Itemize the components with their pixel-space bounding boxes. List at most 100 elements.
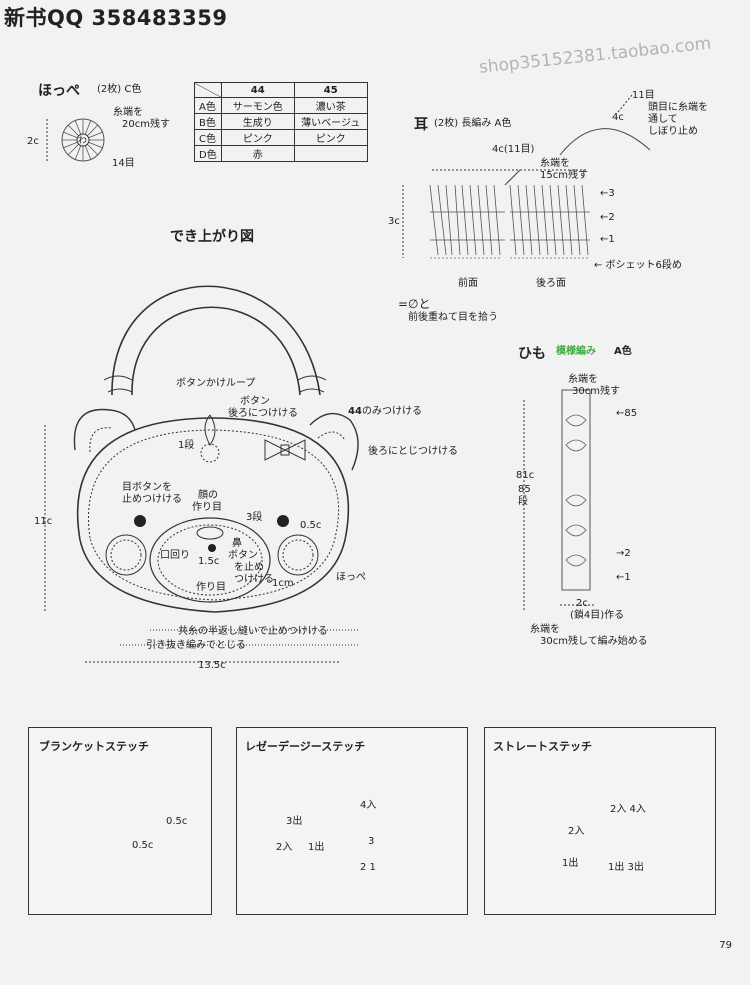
strap-rows-a: 85 [518, 484, 531, 495]
strap-yarn-bot-1: 糸端を [530, 624, 560, 635]
width-label: 13.5c [198, 660, 226, 671]
ear-width: 4c(11目) [492, 144, 535, 155]
half-cm-label: 0.5c [300, 520, 322, 531]
eye-note-1: 目ボタンを [122, 482, 172, 493]
cheek-note-1: 糸端を [113, 107, 143, 118]
nose-label: 鼻 [232, 538, 242, 549]
strap-color: A色 [614, 346, 632, 357]
mouth-label: 口回り [160, 550, 190, 561]
nose-button-1: ボタン [228, 550, 258, 561]
ld-in4: 4入 [360, 800, 377, 811]
nose-button-2: を止め [234, 562, 264, 573]
three-rows-label: 3段 [246, 512, 263, 523]
nose-button-3: つけける [234, 574, 274, 585]
table-cell: D色 [194, 145, 222, 162]
nose-size-label: 1.5c [198, 556, 220, 567]
table-cell [293, 145, 368, 162]
straight-stitch-title: ストレートステッチ [493, 740, 592, 753]
table-row: A色 サーモン色 濃い茶 [194, 97, 368, 114]
button-back-1: ボタン [240, 396, 270, 407]
ear-note-size: 4c [612, 112, 624, 123]
table-cell: 薄いベージュ [293, 113, 368, 130]
attach-44-a: 44 [348, 406, 362, 417]
one-row-label: 1段 [178, 440, 195, 451]
strap-pattern: 模様編み [556, 346, 596, 357]
ear-sub: (2枚) 長編み A色 [434, 118, 512, 129]
table-cell: サーモン色 [220, 97, 295, 114]
finished-title: でき上がり図 [170, 229, 254, 245]
strap-row-2: →2 [616, 548, 631, 559]
strap-row-85: ←85 [616, 408, 638, 419]
ld-in3: 3出 [286, 816, 303, 827]
one-cm-label: 1cm [272, 578, 294, 589]
ear-note-1: 11目 [632, 90, 655, 101]
button-back-2: 後ろにつけける [228, 408, 298, 419]
bottom-note-2: 引き抜き編みでとじる [146, 640, 246, 651]
strap-yarn-top-1: 糸端を [568, 374, 598, 385]
table-row: C色 ピンク ピンク [194, 129, 368, 146]
color-table: 44 45 A色 サーモン色 濃い茶 B色 生成り 薄いベージュ C色 ピンク … [194, 82, 368, 162]
blanket-stitch-title: ブランケットステッチ [39, 740, 149, 753]
eye-note-2: 止めつけける [122, 494, 182, 505]
cheek-note-2: 20cm残す [122, 119, 170, 130]
ear-height: 3c [388, 216, 400, 227]
table-header-corner [194, 82, 222, 98]
table-row: B色 生成り 薄いベージュ [194, 113, 368, 130]
height-label: 11c [34, 516, 53, 527]
cheek-rounds: 14目 [112, 158, 135, 169]
ear-note-3: 通して [648, 114, 678, 125]
strap-yarn-top-2: 30cm残す [572, 386, 620, 397]
cheek-sub: (2枚) C色 [97, 84, 142, 95]
header-title: 新书QQ 358483359 [4, 6, 228, 30]
cheek-center: わ [78, 136, 88, 146]
table-cell: 赤 [220, 145, 295, 162]
ear-front: 前面 [458, 278, 478, 289]
blanket-d2: 0.5c [132, 840, 154, 851]
table-cell: ピンク [293, 129, 368, 146]
strap-row-1: ←1 [616, 572, 631, 583]
table-row: 44 45 [194, 82, 368, 98]
ear-title: 耳 [414, 117, 428, 133]
strap-rows-b: 段 [518, 496, 528, 507]
lazy-daisy-box: レゼーデージーステッチ [236, 727, 468, 915]
st-in24: 2入 4入 [610, 804, 646, 815]
strap-title: ひも [518, 346, 546, 362]
ear-note-2: 頭目に糸端を [648, 102, 708, 113]
attach-44-b: のみつけける [362, 406, 422, 417]
table-cell: 濃い茶 [293, 97, 368, 114]
page-number: 79 [719, 940, 732, 951]
st-in2: 2入 [568, 826, 585, 837]
sew-back-label: 後ろにとじつけける [368, 446, 458, 457]
strap-width: 2c [576, 598, 588, 609]
ld-in2: 2入 [276, 842, 293, 853]
blanket-d1: 0.5c [166, 816, 188, 827]
straight-stitch-box: ストレートステッチ [484, 727, 716, 915]
strap-length: 81c [516, 470, 535, 481]
bottom-note-1: 共糸の半返し縫いで止めつけける [178, 626, 328, 637]
strap-yarn-bot-2: 30cm残して編み始める [540, 636, 648, 647]
table-header: 45 [293, 82, 368, 98]
ear-row-2: ←2 [600, 212, 615, 223]
table-cell: A色 [194, 97, 222, 114]
lazy-daisy-title: レゼーデージーステッチ [245, 740, 366, 753]
face-note-1: 顔の [198, 490, 218, 501]
ear-yarn-note-1: 糸端を [540, 158, 570, 169]
strap-chain: (鎖4目)作る [570, 610, 625, 621]
ear-row-3: ←3 [600, 188, 615, 199]
ld-n21: 2 1 [360, 862, 376, 873]
ear-legend-2: 前後重ねて目を拾う [408, 312, 498, 323]
ear-bochet: ← ボシェット6段め [594, 260, 682, 271]
make-label: 作り目 [196, 582, 226, 593]
ear-row-1: ←1 [600, 234, 615, 245]
table-row: D色 赤 [194, 145, 368, 162]
blanket-stitch-box: ブランケットステッチ [28, 727, 212, 915]
ld-out1: 1出 [308, 842, 325, 853]
ear-back: 後ろ面 [536, 278, 566, 289]
cheek-title: ほっぺ [38, 83, 80, 99]
st-out1: 1出 [562, 858, 579, 869]
table-cell: 生成り [220, 113, 295, 130]
ear-legend-1: =∅と [398, 297, 431, 311]
st-out13: 1出 3出 [608, 862, 644, 873]
table-cell: B色 [194, 113, 222, 130]
ld-n3: 3 [368, 836, 375, 847]
